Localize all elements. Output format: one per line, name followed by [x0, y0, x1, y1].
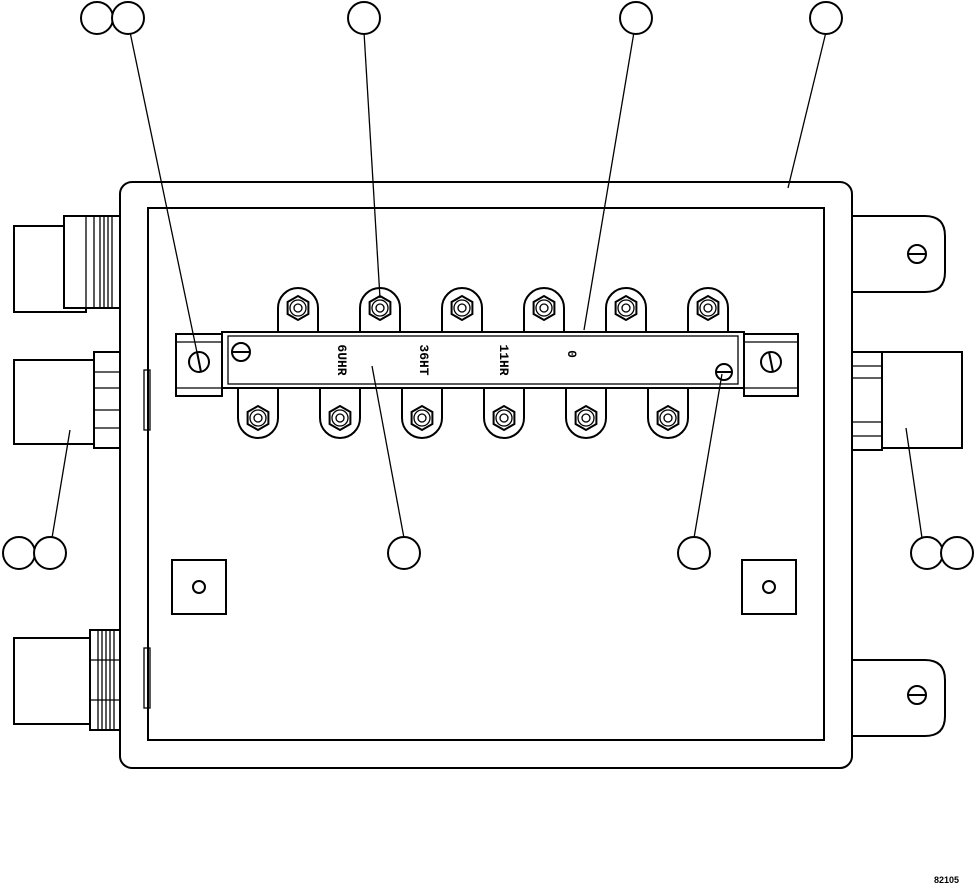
- terminal-lugs-upper: [277, 287, 729, 334]
- terminal-strip: [221, 331, 745, 389]
- connector-middle-left: [13, 351, 121, 449]
- terminal-board: 6UHR 36HT 11HR 0: [175, 287, 799, 439]
- callout-balloon: [80, 1, 114, 35]
- terminal-lug: [401, 386, 443, 439]
- terminal-marking-1: 6UHR: [334, 344, 349, 375]
- callout-balloons: [2, 1, 974, 570]
- figure-id: 82105: [934, 875, 960, 885]
- callout-balloon: [940, 536, 974, 570]
- terminal-lug: [605, 287, 647, 334]
- callout-balloon: [619, 1, 653, 35]
- terminal-lug: [687, 287, 729, 334]
- callout-balloon: [677, 536, 711, 570]
- connector-upper-left: [13, 215, 121, 313]
- terminal-lug: [359, 287, 401, 334]
- screw-bar-right: [715, 363, 733, 381]
- callout-balloon: [809, 1, 843, 35]
- callout-balloon: [387, 536, 421, 570]
- terminal-lug: [277, 287, 319, 334]
- callout-balloon: [33, 536, 67, 570]
- terminal-lug: [441, 287, 483, 334]
- mounting-pad-right: [741, 559, 797, 615]
- terminal-marking-3: 11HR: [496, 344, 511, 375]
- callout-balloon: [2, 536, 36, 570]
- callout-balloon: [910, 536, 944, 570]
- terminal-lug: [483, 386, 525, 439]
- leader-lines: [51, 31, 923, 539]
- terminal-lug: [237, 386, 279, 439]
- mounting-pad-left: [171, 559, 227, 615]
- terminal-lug: [647, 386, 689, 439]
- callout-balloon: [347, 1, 381, 35]
- screw-bar-left: [231, 342, 251, 362]
- terminal-lug: [523, 287, 565, 334]
- terminal-marking-4: 0: [564, 350, 579, 358]
- screw-right-end: [760, 351, 782, 373]
- terminal-lug: [565, 386, 607, 439]
- terminal-lugs-lower: [237, 386, 689, 439]
- terminal-lug: [319, 386, 361, 439]
- terminal-marking-2: 36HT: [416, 344, 431, 375]
- junction-box-body: [119, 181, 853, 769]
- mounting-tab-upper-right: [851, 215, 946, 293]
- connector-lower-left: [13, 629, 121, 731]
- callout-balloon: [111, 1, 145, 35]
- mounting-tab-lower-right: [851, 659, 946, 737]
